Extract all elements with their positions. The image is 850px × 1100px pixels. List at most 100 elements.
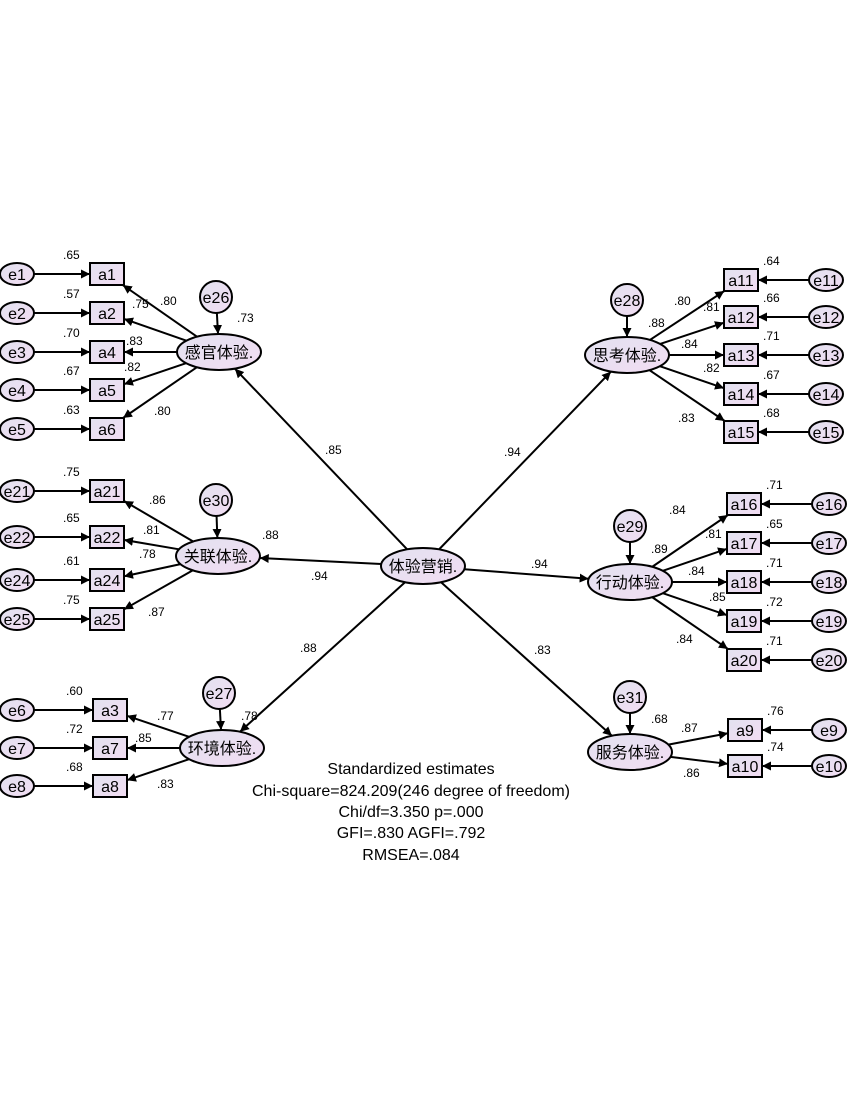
residual-e30 bbox=[199, 483, 233, 517]
residual-e30-label: e30 bbox=[203, 493, 230, 510]
indicator-a18 bbox=[726, 570, 762, 594]
latent-F6-label: 服务体验. bbox=[596, 744, 664, 762]
loading-a19: .85 bbox=[709, 590, 726, 604]
loading-arrow-a24 bbox=[123, 563, 181, 579]
indicator-a4 bbox=[89, 340, 125, 364]
r2-a19: .72 bbox=[766, 595, 783, 609]
latent-central-label: 体验营销. bbox=[389, 558, 457, 576]
error-e10-label: e10 bbox=[816, 759, 843, 776]
indicator-a15 bbox=[723, 420, 759, 444]
r2-a6: .63 bbox=[63, 403, 80, 417]
error-e10 bbox=[811, 754, 847, 778]
error-e20 bbox=[811, 648, 847, 672]
fit-rmsea: RMSEA=.084 bbox=[362, 847, 459, 864]
path-coef-F2: .94 bbox=[311, 569, 328, 583]
residual-e26-label: e26 bbox=[203, 290, 230, 307]
path-central-F6 bbox=[440, 581, 613, 737]
indicator-a24 bbox=[89, 568, 125, 592]
loading-a24: .78 bbox=[139, 547, 156, 561]
loading-a15: .83 bbox=[678, 411, 695, 425]
indicator-a25-label: a25 bbox=[94, 612, 121, 629]
error-e15 bbox=[808, 420, 844, 444]
error-e4 bbox=[0, 378, 35, 402]
indicator-a21-label: a21 bbox=[94, 484, 121, 501]
indicator-a7-label: a7 bbox=[101, 741, 119, 758]
indicator-a12-label: a12 bbox=[728, 310, 755, 327]
residual-e31 bbox=[613, 680, 647, 714]
error-e5 bbox=[0, 417, 35, 441]
loading-a1: .80 bbox=[160, 294, 177, 308]
path-coef-F5: .94 bbox=[531, 557, 548, 571]
loading-a10: .86 bbox=[683, 766, 700, 780]
loading-arrow-a1 bbox=[122, 284, 198, 338]
loading-arrow-a14 bbox=[659, 365, 725, 390]
r2-a20: .71 bbox=[766, 634, 783, 648]
indicator-a14-label: a14 bbox=[728, 387, 755, 404]
indicator-a3 bbox=[92, 698, 128, 722]
r2-F5: .89 bbox=[651, 542, 668, 556]
r2-a9: .76 bbox=[767, 704, 784, 718]
residual-e28 bbox=[610, 283, 644, 317]
fit-title: Standardized estimates bbox=[327, 761, 494, 778]
latent-F5-label: 行动体验. bbox=[596, 574, 664, 592]
error-e17 bbox=[811, 531, 847, 555]
indicator-a13 bbox=[723, 343, 759, 367]
path-coef-F6: .83 bbox=[534, 643, 551, 657]
r2-F2: .88 bbox=[262, 528, 279, 542]
error-e3-label: e3 bbox=[8, 345, 26, 362]
latent-F2-label: 关联体验. bbox=[184, 548, 252, 566]
error-e13-label: e13 bbox=[813, 348, 840, 365]
error-e12-label: e12 bbox=[813, 310, 840, 327]
r2-a14: .67 bbox=[763, 368, 780, 382]
fit-gfi: GFI=.830 AGFI=.792 bbox=[337, 825, 486, 842]
loading-arrow-a21 bbox=[123, 500, 194, 543]
latent-F6 bbox=[587, 733, 673, 771]
r2-a5: .67 bbox=[63, 364, 80, 378]
loading-a12: .81 bbox=[703, 300, 720, 314]
r2-a13: .71 bbox=[763, 329, 780, 343]
latent-F3 bbox=[179, 729, 265, 767]
error-e9-label: e9 bbox=[820, 723, 838, 740]
indicator-a24-label: a24 bbox=[94, 573, 121, 590]
error-e1 bbox=[0, 262, 35, 286]
loading-arrow-a12 bbox=[659, 321, 725, 345]
indicator-a11 bbox=[723, 268, 759, 292]
error-e18-label: e18 bbox=[816, 575, 843, 592]
indicator-a4-label: a4 bbox=[98, 345, 116, 362]
indicator-a9 bbox=[727, 718, 763, 742]
path-central-F3 bbox=[239, 581, 406, 733]
residual-e27 bbox=[202, 676, 236, 710]
error-e19-label: e19 bbox=[816, 614, 843, 631]
loading-arrow-a6 bbox=[122, 366, 198, 419]
indicator-a12 bbox=[723, 305, 759, 329]
r2-a22: .65 bbox=[63, 511, 80, 525]
path-central-F1 bbox=[234, 367, 408, 551]
r2-a21: .75 bbox=[63, 465, 80, 479]
error-e22 bbox=[0, 525, 35, 549]
r2-a24: .61 bbox=[63, 554, 80, 568]
loading-arrow-a5 bbox=[123, 362, 187, 386]
path-central-F5 bbox=[464, 568, 589, 583]
indicator-a15-label: a15 bbox=[728, 425, 755, 442]
indicator-a17 bbox=[726, 531, 762, 555]
latent-F4 bbox=[584, 336, 670, 374]
error-e24-label: e24 bbox=[4, 573, 31, 590]
loading-a11: .80 bbox=[674, 294, 691, 308]
residual-e31-label: e31 bbox=[617, 690, 644, 707]
loading-a13: .84 bbox=[681, 337, 698, 351]
loading-a7: .85 bbox=[135, 731, 152, 745]
r2-a16: .71 bbox=[766, 478, 783, 492]
indicator-a5-label: a5 bbox=[98, 383, 116, 400]
loading-a25: .87 bbox=[148, 605, 165, 619]
r2-a25: .75 bbox=[63, 593, 80, 607]
indicator-a19 bbox=[726, 609, 762, 633]
path-coef-F1: .85 bbox=[325, 443, 342, 457]
r2-a18: .71 bbox=[766, 556, 783, 570]
loading-a17: .81 bbox=[705, 527, 722, 541]
loading-arrow-a17 bbox=[662, 547, 728, 572]
path-coef-F3: .88 bbox=[300, 641, 317, 655]
r2-a7: .72 bbox=[66, 722, 83, 736]
indicator-a22 bbox=[89, 525, 125, 549]
indicator-a14 bbox=[723, 382, 759, 406]
indicator-a13-label: a13 bbox=[728, 348, 755, 365]
